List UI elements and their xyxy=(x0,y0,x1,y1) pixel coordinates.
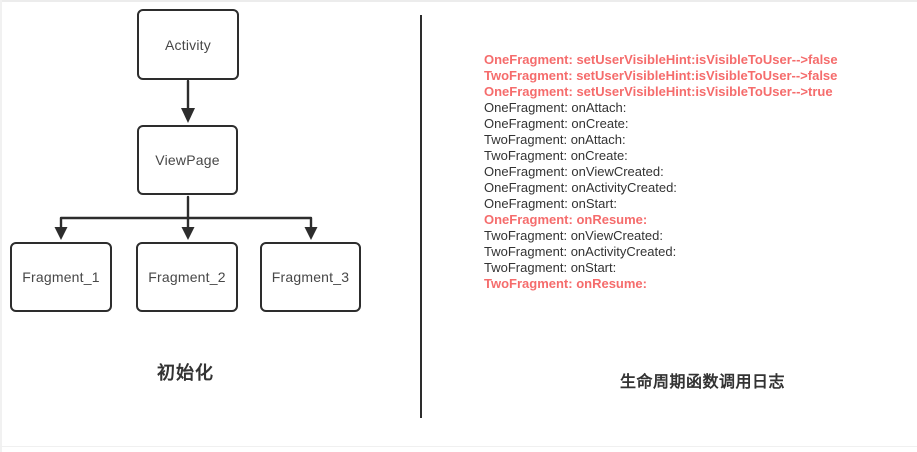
arrow-to-fragment1-head xyxy=(54,227,68,240)
log-caption: 生命周期函数调用日志 xyxy=(620,374,786,391)
log-line: OneFragment: onStart: xyxy=(484,196,617,211)
arrow-activity-to-viewpage-head xyxy=(181,108,195,123)
log-line: TwoFragment: onStart: xyxy=(484,260,617,275)
log-line: OneFragment: onCreate: xyxy=(484,116,629,131)
log-line: TwoFragment: onCreate: xyxy=(484,148,628,163)
arrow-to-fragment3-head xyxy=(304,227,318,240)
log-line: OneFragment: onActivityCreated: xyxy=(484,180,677,195)
log-line: OneFragment: onViewCreated: xyxy=(484,164,664,179)
log-line: OneFragment: onAttach: xyxy=(484,100,627,115)
log-line: TwoFragment: onAttach: xyxy=(484,132,626,147)
log-line: TwoFragment: onViewCreated: xyxy=(484,228,663,243)
branch-horizontal-line xyxy=(59,216,313,230)
node-fragment1-label: Fragment_1 xyxy=(22,269,100,285)
lifecycle-log-panel: OneFragment: setUserVisibleHint:isVisibl… xyxy=(484,52,904,292)
node-viewpage-label: ViewPage xyxy=(155,152,220,168)
node-fragment3: Fragment_3 xyxy=(260,242,361,312)
log-line: TwoFragment: onResume: xyxy=(484,276,647,291)
node-activity: Activity xyxy=(137,9,239,80)
node-fragment3-label: Fragment_3 xyxy=(271,269,350,285)
node-fragment2-label: Fragment_2 xyxy=(148,269,226,285)
page-top-border xyxy=(0,0,917,2)
page-left-border xyxy=(0,0,2,452)
log-line: TwoFragment: onActivityCreated: xyxy=(484,244,677,259)
node-activity-label: Activity xyxy=(165,36,211,53)
log-line: OneFragment: setUserVisibleHint:isVisibl… xyxy=(484,84,833,99)
arrow-to-fragment2-head xyxy=(181,227,195,240)
diagram-connector-arrows xyxy=(54,79,318,240)
node-fragment2: Fragment_2 xyxy=(136,242,238,312)
divider-line xyxy=(420,15,422,418)
page-bottom-border xyxy=(0,446,917,447)
log-line: OneFragment: setUserVisibleHint:isVisibl… xyxy=(484,52,838,67)
diagram-caption: 初始化 xyxy=(157,363,214,383)
log-line: TwoFragment: setUserVisibleHint:isVisibl… xyxy=(484,68,838,83)
log-line: OneFragment: onResume: xyxy=(484,212,648,227)
node-fragment1: Fragment_1 xyxy=(10,242,112,312)
node-viewpage: ViewPage xyxy=(137,125,238,195)
init-structure-diagram: Activity ViewPage Fragment_1 Fragment_2 … xyxy=(0,0,420,452)
